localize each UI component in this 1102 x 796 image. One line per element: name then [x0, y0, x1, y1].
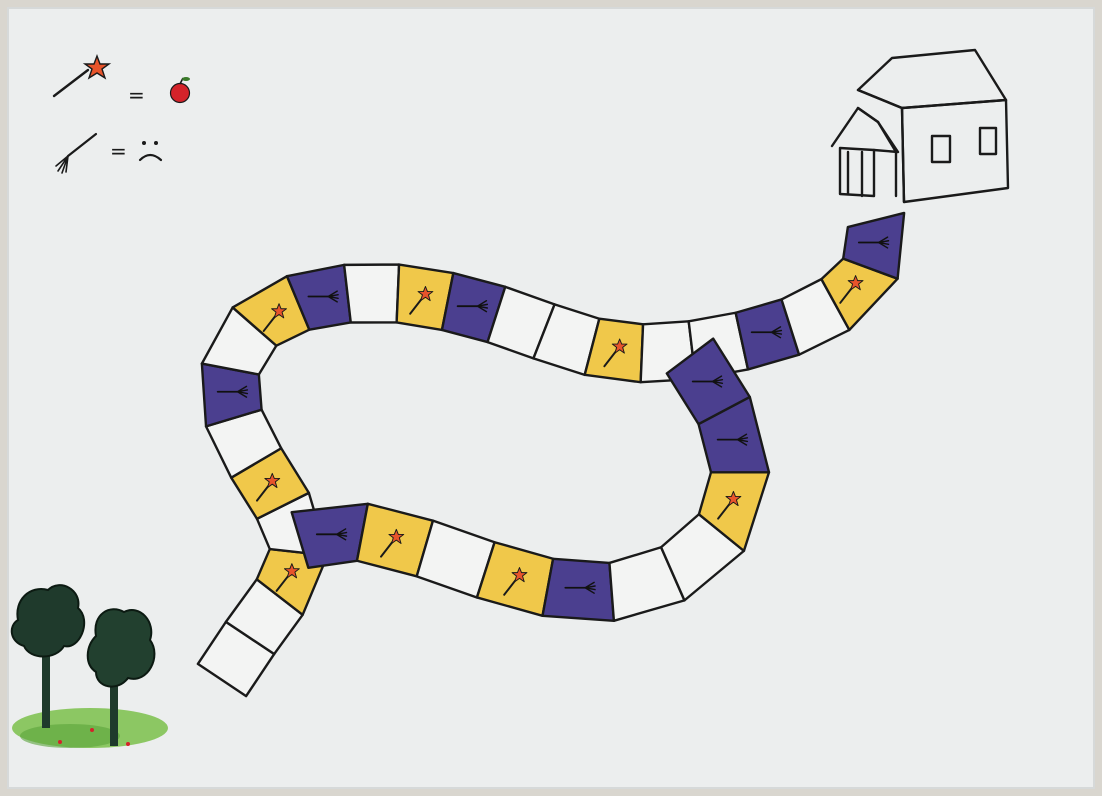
legend-equals-sign: =: [110, 139, 127, 163]
legend-equals-sign: =: [128, 83, 145, 107]
path-square-blank: [344, 265, 399, 323]
path-square-broom: [543, 559, 614, 621]
paper: [8, 8, 1094, 788]
